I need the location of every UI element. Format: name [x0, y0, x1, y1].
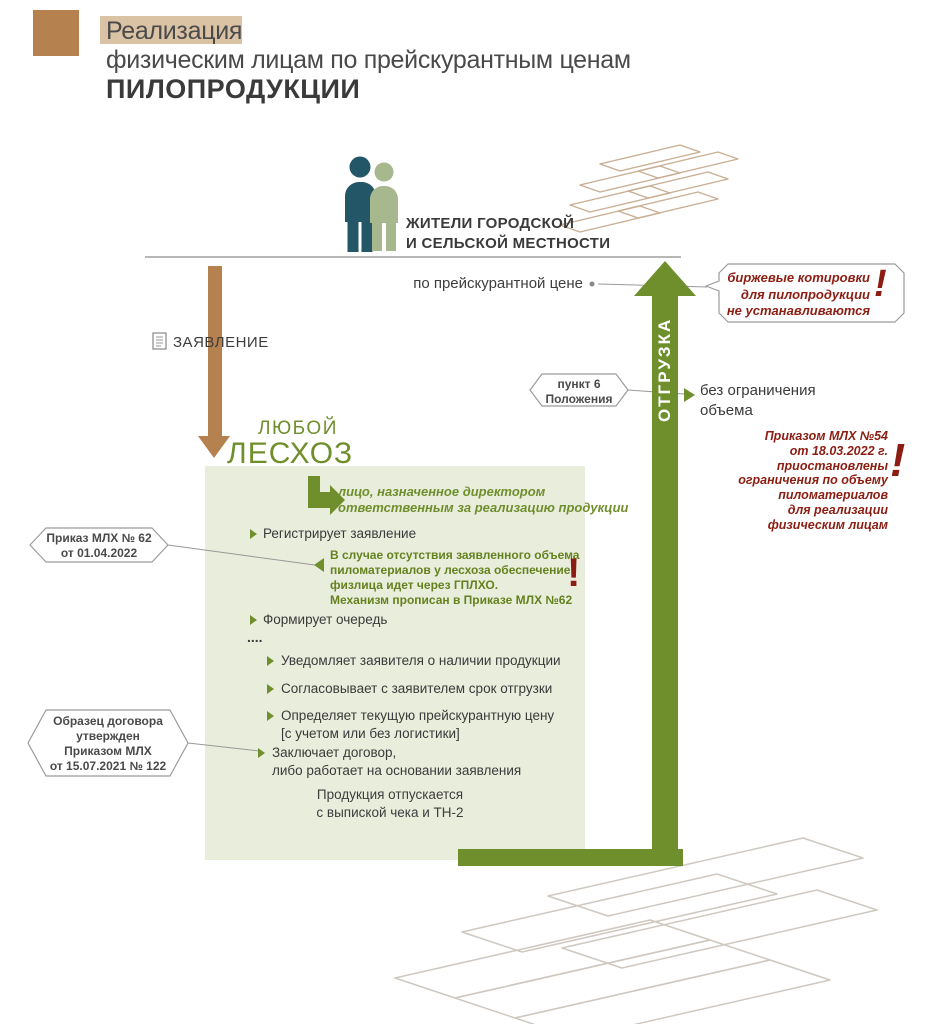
people-icon [345, 156, 398, 252]
page-title-line3: ПИЛОПРОДУКЦИИ [106, 74, 361, 104]
title-highlight [100, 16, 242, 44]
application-label: ЗАЯВЛЕНИЕ [173, 334, 269, 351]
order62-hexagon [29, 527, 169, 563]
no-limit-pointer-icon [684, 388, 695, 402]
continuation-dots: .... [247, 629, 263, 645]
price-dot [589, 281, 595, 287]
bullet-icon [258, 748, 265, 758]
warning-pointer-icon [314, 558, 324, 572]
bullet-icon [267, 711, 274, 721]
order54-exclamation-icon: ! [890, 434, 906, 486]
brand-square [33, 10, 79, 56]
dispatch-note: Продукция отпускается с выпиской чека и … [316, 787, 464, 820]
contract-hexagon [27, 709, 189, 777]
order62-badge-text: Приказ МЛХ № 62 от 01.04.2022 [46, 531, 152, 560]
shipment-label: ОТГРУЗКА [655, 317, 674, 423]
lumber-stack-top-icon [559, 144, 739, 233]
exchange-bubble [705, 263, 905, 323]
bullet-icon [267, 656, 274, 666]
audience-label: ЖИТЕЛИ ГОРОДСКОЙ И СЕЛЬСКОЙ МЕСТНОСТИ [406, 215, 611, 252]
page-title-line2: физическим лицам по прейскурантным ценам [106, 46, 631, 74]
bullet-icon [267, 684, 274, 694]
no-limit-label: без ограничения объема [700, 382, 816, 419]
step-agree: Согласовывает с заявителем срок отгрузки [281, 681, 553, 696]
punkt6-badge-text: пункт 6 Положения [545, 377, 613, 406]
page-title-line1: Реализация [106, 17, 243, 45]
responsible-person-note: лицо, назначенное директором ответственн… [338, 484, 629, 516]
lumber-stack-bottom-icon [394, 837, 878, 1024]
step-register: Регистрирует заявление [263, 526, 417, 541]
bullet-icon [250, 615, 257, 625]
step-queue: Формирует очередь [263, 612, 388, 627]
warning-note: В случае отсутствия заявленного объема п… [330, 548, 580, 607]
callout-shapes [27, 263, 905, 777]
warning-exclamation-icon: ! [567, 551, 581, 595]
exchange-exclamation-icon: ! [874, 263, 887, 305]
price-note: по прейскурантной цене [413, 275, 583, 292]
exchange-callout-text: биржевые котировки для пилопродукции не … [726, 270, 870, 319]
contract-badge-text: Образец договора утвержден Приказом МЛХ … [49, 714, 167, 773]
shipment-arrow [458, 261, 696, 866]
bullet-icon [250, 529, 257, 539]
punkt6-hexagon [529, 373, 629, 407]
document-icon [152, 332, 167, 350]
leshoz-name-label: ЛЕСХОЗ [227, 437, 354, 470]
step-notify: Уведомляет заявителя о наличии продукции [281, 653, 561, 668]
application-arrow [198, 266, 230, 458]
leshoz-any-label: ЛЮБОЙ [258, 418, 338, 439]
step-contract: Заключает договор, либо работает на осно… [272, 745, 522, 778]
order54-note: Приказом МЛХ №54 от 18.03.2022 г. приост… [738, 429, 888, 532]
step-price: Определяет текущую прейскурантную цену [… [281, 708, 555, 741]
leshoz-elbow-arrow [308, 476, 345, 515]
